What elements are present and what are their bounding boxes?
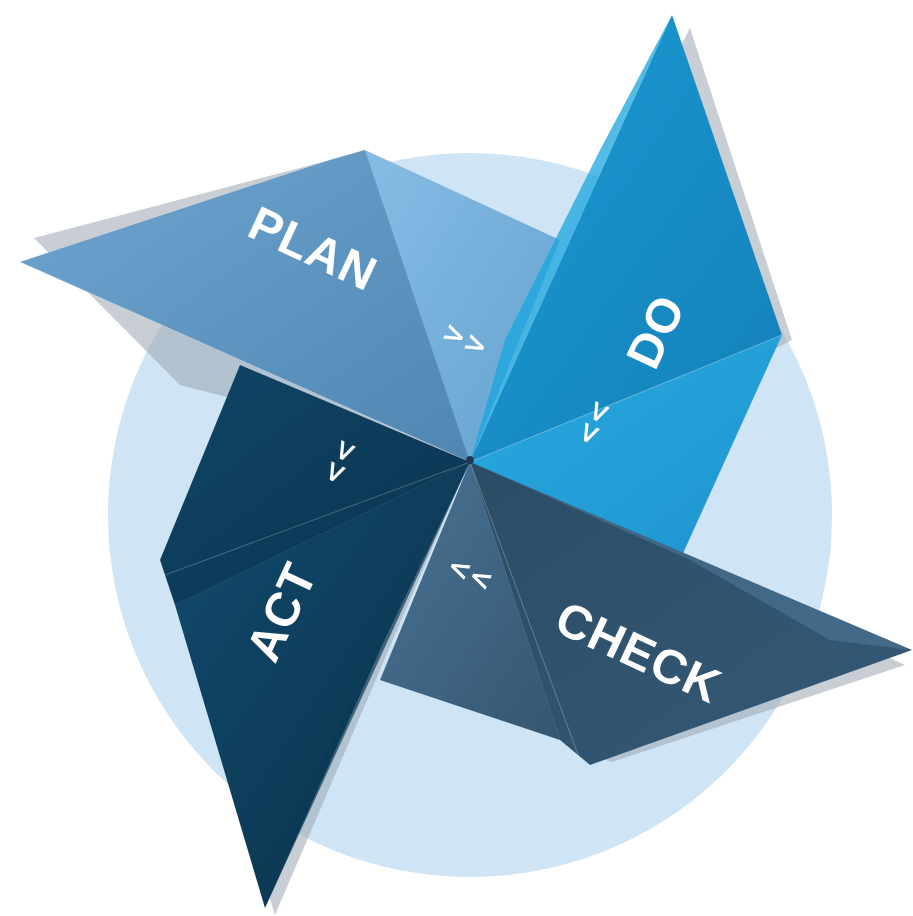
- check-blade: [380, 461, 912, 765]
- plan-blade: [19, 150, 560, 463]
- do-blade: [469, 15, 783, 560]
- center-pin: [466, 456, 474, 464]
- act-blade: [160, 365, 471, 908]
